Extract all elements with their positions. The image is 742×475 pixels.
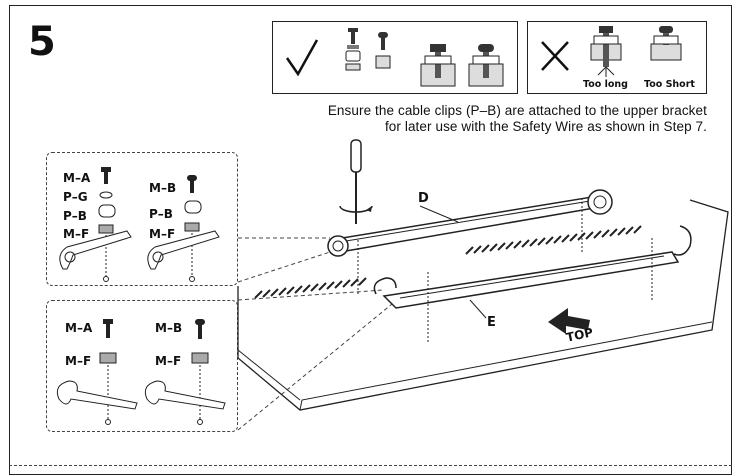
upper-detail-drawing [59, 167, 220, 282]
bracket-label-d: D [418, 191, 429, 206]
too-long-label: Too long [583, 79, 628, 90]
screw-icon [59, 167, 132, 282]
bracket-e [373, 225, 692, 344]
note-line-1: Ensure the cable clips (P–B) are attache… [327, 103, 707, 118]
lower-detail-drawing [56, 319, 226, 425]
vent-slots [254, 225, 642, 299]
cross-icon [541, 26, 682, 77]
lower-bracket-detail: M–A M–F M–B M–F [46, 300, 238, 432]
arrow-icon [548, 308, 590, 334]
part-label-m-a: M–A [65, 321, 93, 335]
part-label-m-f: M–F [63, 227, 90, 241]
check-icon [285, 28, 504, 87]
upper-bracket-detail: M–A P–G P–B M–F M–B P–B M–F [46, 152, 238, 286]
correct-legend [272, 21, 518, 94]
part-label-m-b: M–B [155, 321, 183, 335]
screwdriver-icon [339, 139, 373, 224]
part-label-m-a: M–A [63, 171, 91, 185]
too-short-label: Too Short [644, 79, 695, 90]
bracket-d [327, 189, 613, 296]
bottom-divider [9, 465, 732, 466]
screw-icon [147, 175, 220, 282]
part-label-p-b: P–B [149, 207, 173, 221]
step-number: 5 [28, 19, 56, 65]
part-label-p-g: P–G [63, 190, 88, 204]
instruction-note: Ensure the cable clips (P–B) are attache… [250, 103, 707, 135]
bracket-label-e: E [487, 315, 496, 330]
part-label-m-f: M–F [155, 354, 182, 368]
part-label-m-f: M–F [65, 354, 92, 368]
screw-icon [345, 28, 361, 71]
part-label-m-f: M–F [149, 227, 176, 241]
part-label-p-b: P–B [63, 209, 87, 223]
part-label-m-b: M–B [149, 181, 177, 195]
note-line-2: for later use with the Safety Wire as sh… [384, 119, 707, 134]
incorrect-legend: Too long Too Short [527, 21, 707, 94]
